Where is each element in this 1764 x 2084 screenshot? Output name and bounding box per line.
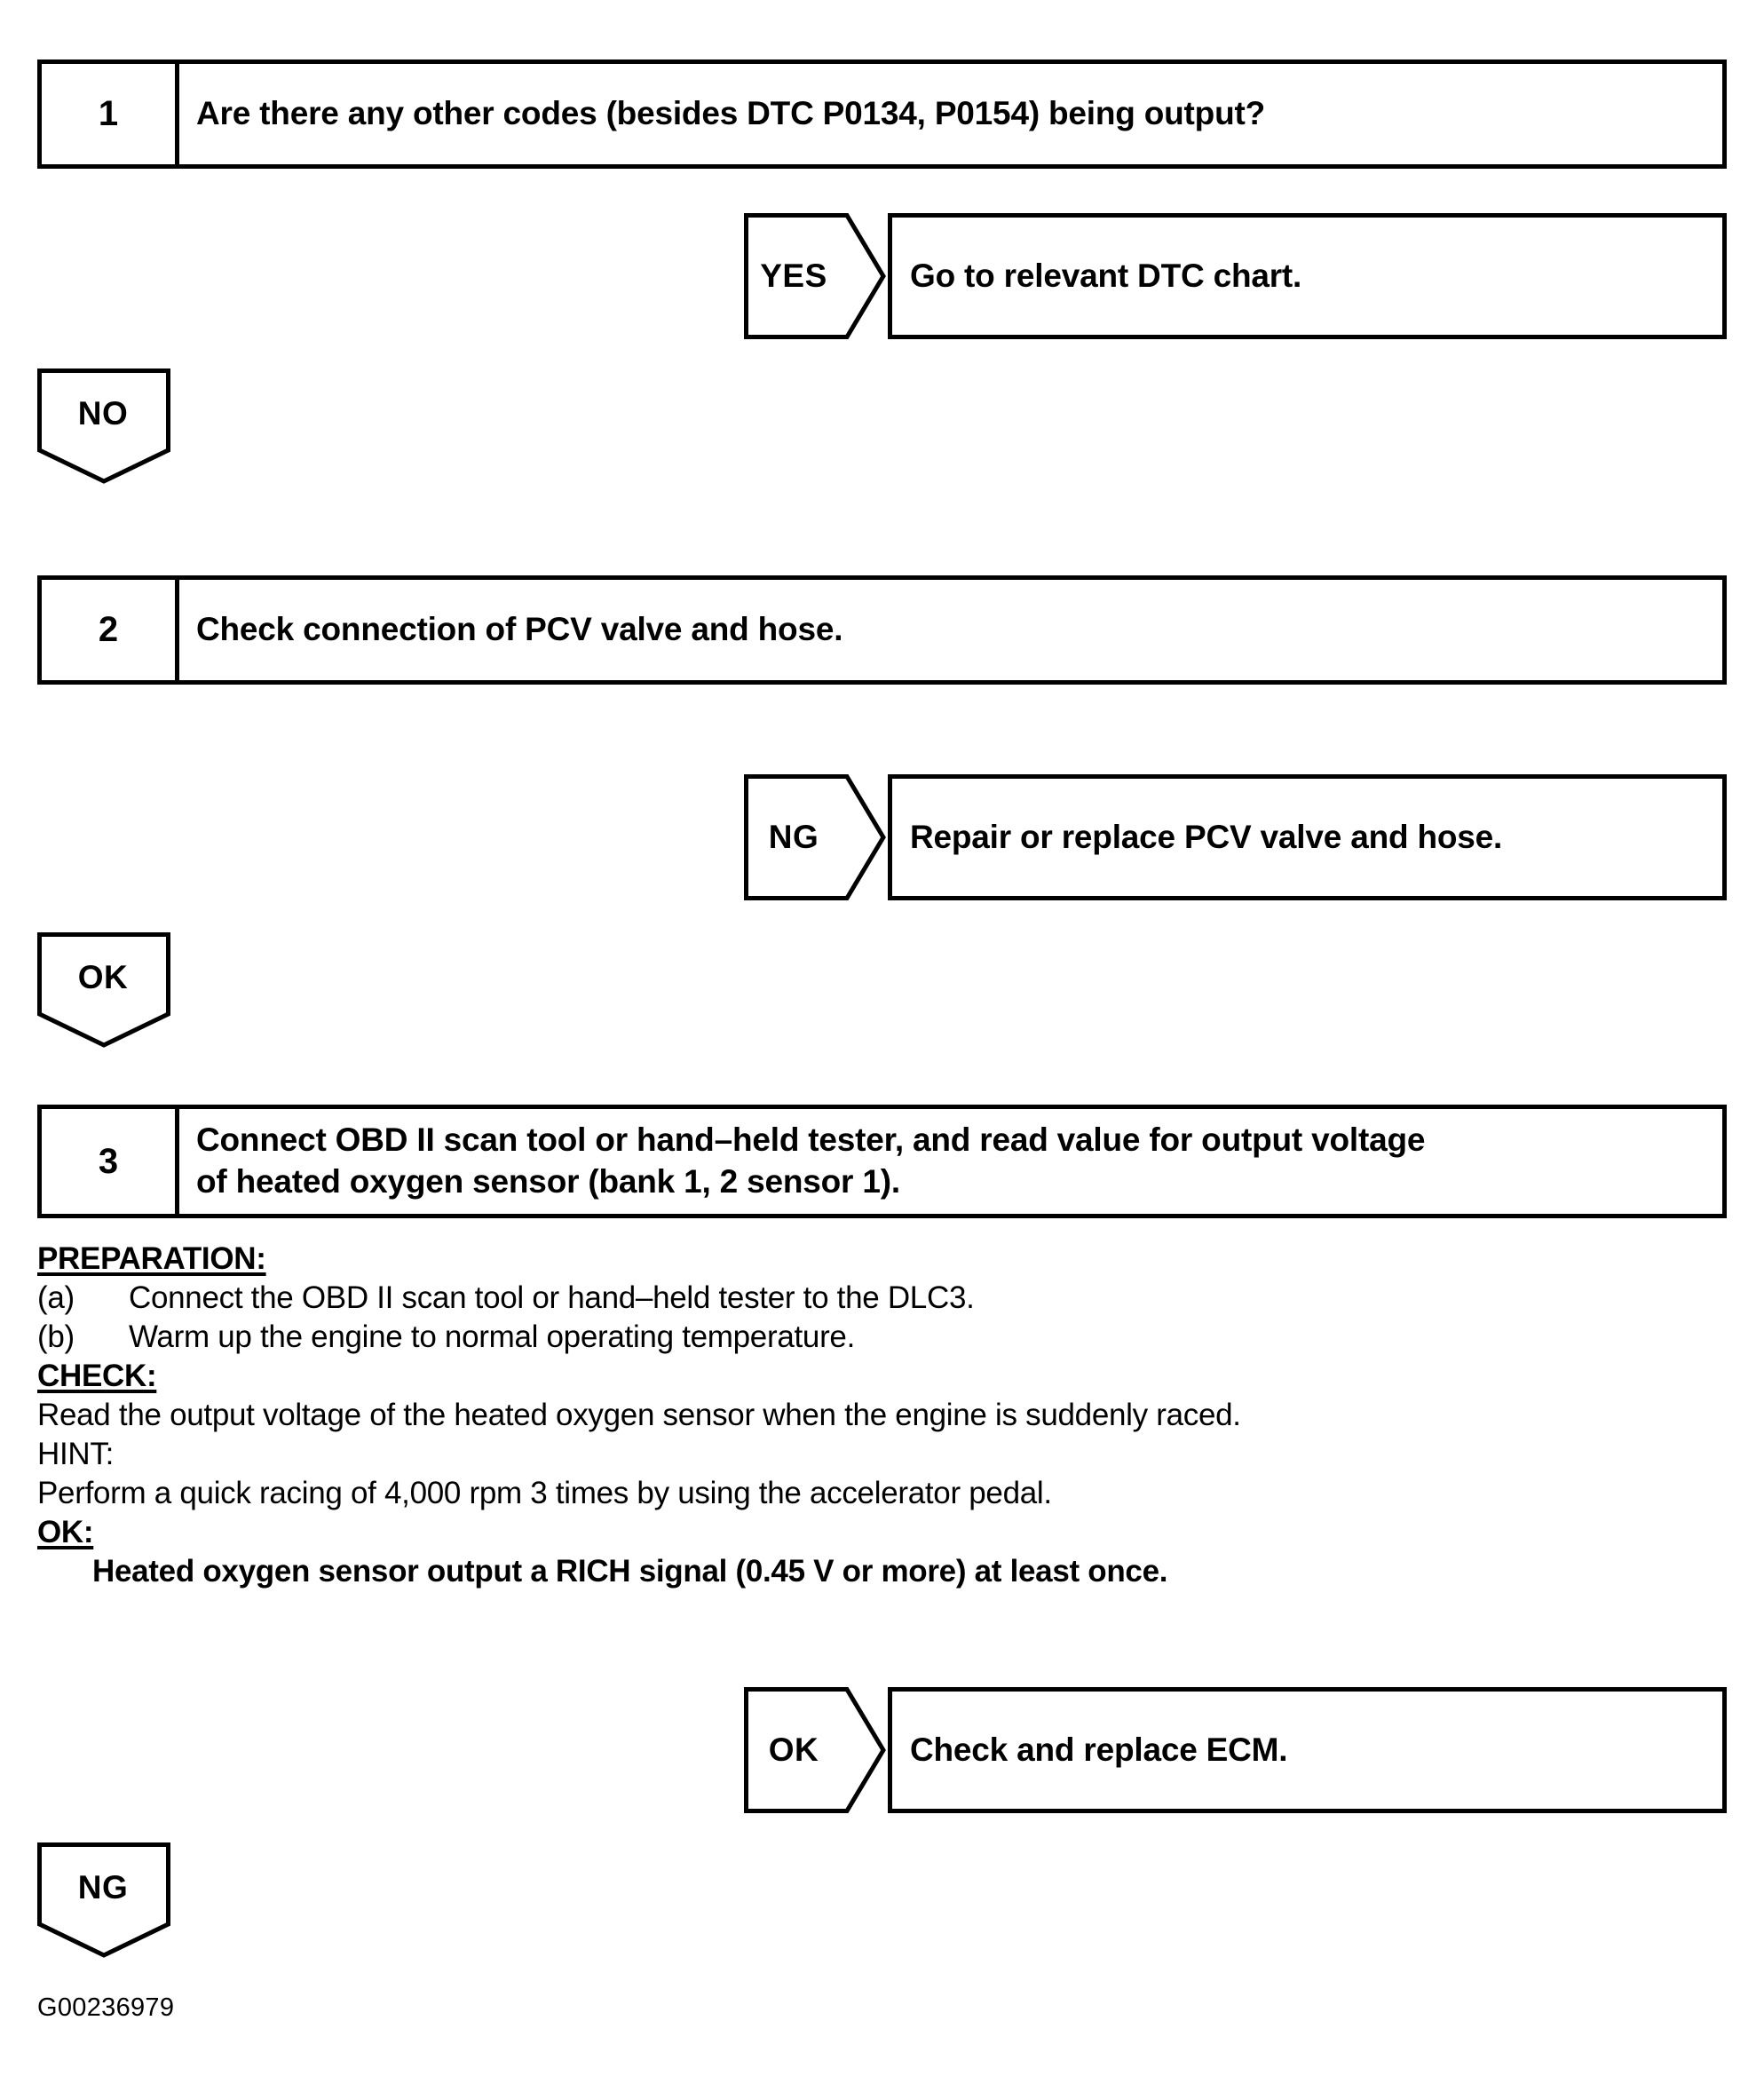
step-3-instruction-line-2: of heated oxygen sensor (bank 1, 2 senso… [196, 1163, 900, 1200]
step-2-number: 2 [42, 580, 179, 680]
branch-yes-label: YES [760, 258, 827, 294]
preparation-item-b-marker: (b) [37, 1319, 75, 1354]
preparation-item-a-text: Connect the OBD II scan tool or hand–hel… [129, 1280, 975, 1315]
branch-ng-step2: NG [744, 774, 886, 900]
flag-right-shape-ok [744, 1687, 886, 1813]
step-1-number: 1 [42, 64, 179, 164]
hint-text: Perform a quick racing of 4,000 rpm 3 ti… [37, 1476, 1052, 1510]
branch-ng-step3-label: NG [77, 1869, 129, 1906]
result-box-ng-step2: Repair or replace PCV valve and hose. [888, 774, 1727, 900]
step-1-question: Are there any other codes (besides DTC P… [196, 95, 1266, 131]
branch-ok-step3: OK [744, 1687, 886, 1813]
branch-ng-label: NG [768, 819, 819, 855]
check-heading: CHECK: [37, 1359, 157, 1393]
preparation-item-b: (b) Warm up the engine to normal operati… [37, 1318, 1724, 1357]
check-text: Read the output voltage of the heated ox… [37, 1398, 1241, 1432]
result-box-yes-step1: Go to relevant DTC chart. [888, 213, 1727, 339]
branch-yes-step1: YES [744, 213, 886, 339]
preparation-item-a: (a) Connect the OBD II scan tool or hand… [37, 1279, 1724, 1318]
step-3-text: Connect OBD II scan tool or hand–held te… [179, 1109, 1722, 1214]
flag-right-shape-ng [744, 774, 886, 900]
flag-down-shape-no [37, 368, 170, 484]
result-text-goto-dtc-chart: Go to relevant DTC chart. [910, 258, 1302, 294]
ok-criteria-text: Heated oxygen sensor output a RICH signa… [92, 1554, 1168, 1589]
step-2-box: 2 Check connection of PCV valve and hose… [37, 575, 1727, 685]
result-box-ok-step3: Check and replace ECM. [888, 1687, 1727, 1813]
branch-ok-step3-label: OK [768, 1731, 819, 1768]
preparation-item-b-text: Warm up the engine to normal operating t… [129, 1319, 856, 1354]
ok-criteria-heading: OK: [37, 1515, 94, 1549]
step-1-text: Are there any other codes (besides DTC P… [179, 64, 1722, 164]
step-2-instruction: Check connection of PCV valve and hose. [196, 611, 843, 647]
step-1-box: 1 Are there any other codes (besides DTC… [37, 59, 1727, 169]
branch-ok-step2: OK [37, 932, 170, 1048]
step-3-box: 3 Connect OBD II scan tool or hand–held … [37, 1105, 1727, 1218]
figure-id-label: G00236979 [37, 1993, 175, 2022]
hint-heading: HINT: [37, 1437, 115, 1471]
step-2-text: Check connection of PCV valve and hose. [179, 580, 1722, 680]
branch-no-step1: NO [37, 368, 170, 484]
branch-ng-step3: NG [37, 1842, 170, 1958]
flag-down-shape-ng-final [37, 1842, 170, 1958]
result-text-repair-pcv: Repair or replace PCV valve and hose. [910, 819, 1503, 855]
flag-down-shape-ok [37, 932, 170, 1048]
flag-right-shape-yes [744, 213, 886, 339]
branch-ok-label: OK [77, 959, 129, 995]
step-3-instruction-line-1: Connect OBD II scan tool or hand–held te… [196, 1121, 1426, 1159]
result-text-check-replace-ecm: Check and replace ECM. [910, 1731, 1288, 1768]
step-3-number: 3 [42, 1109, 179, 1214]
preparation-item-a-marker: (a) [37, 1280, 75, 1315]
procedure-block: PREPARATION: (a) Connect the OBD II scan… [37, 1240, 1724, 1591]
branch-no-label: NO [77, 395, 129, 432]
preparation-heading: PREPARATION: [37, 1241, 266, 1276]
